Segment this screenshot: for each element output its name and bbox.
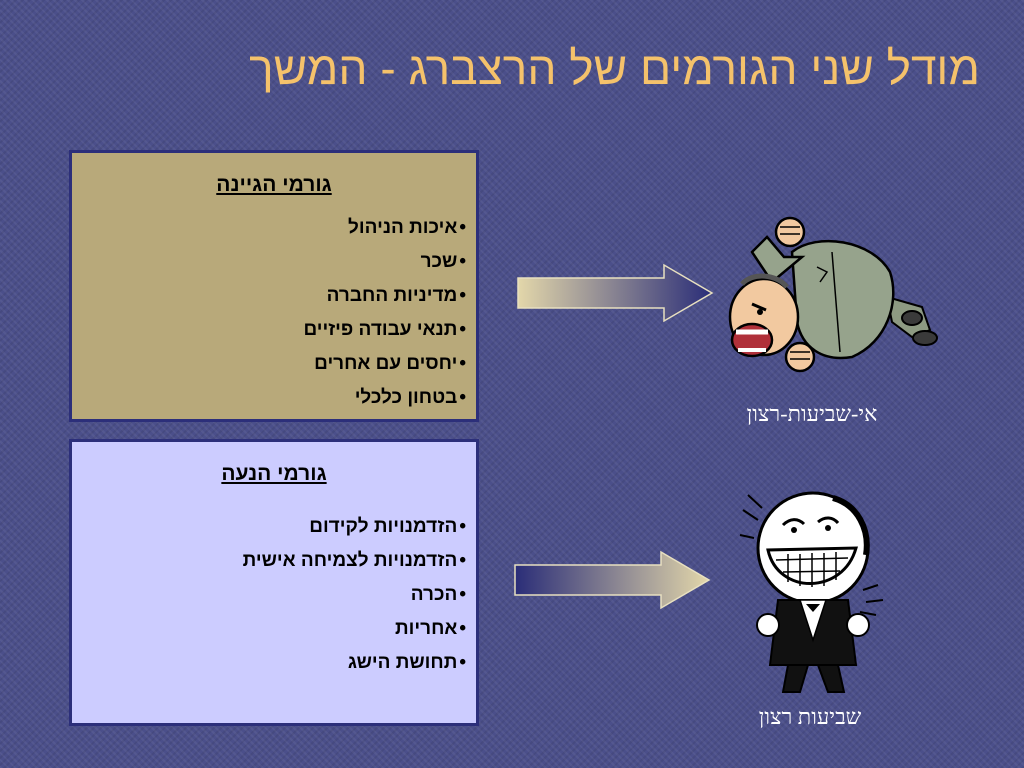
- list-item-label: תחושת הישג: [347, 652, 458, 673]
- motivation-factors-heading: גורמי הנעה: [221, 462, 327, 485]
- hygiene-factors-heading: גורמי הגיינה: [216, 173, 332, 196]
- hygiene-factors-box: גורמי הגיינה •איכות הניהול •שכר •מדיניות…: [69, 150, 479, 422]
- bullet-icon: •: [459, 285, 466, 306]
- list-item-label: הכרה: [410, 584, 458, 605]
- slide-title: מודל שני הגורמים של הרצברג - המשך: [249, 42, 980, 94]
- happy-man-icon: [739, 491, 884, 693]
- list-item: •יחסים עם אחרים: [72, 347, 466, 381]
- list-item-label: מדיניות החברה: [326, 285, 458, 306]
- list-item: •תנאי עבודה פיזיים: [72, 313, 466, 347]
- bullet-icon: •: [459, 319, 466, 340]
- list-item: •הכרה: [72, 578, 466, 612]
- motivation-factors-list: •הזדמנויות לקידום •הזדמנויות לצמיחה אישי…: [72, 510, 476, 680]
- bullet-icon: •: [459, 516, 466, 537]
- list-item: •הזדמנויות לקידום: [72, 510, 466, 544]
- list-item-label: תנאי עבודה פיזיים: [303, 319, 458, 340]
- list-item: •מדיניות החברה: [72, 279, 466, 313]
- list-item: •שכר: [72, 245, 466, 279]
- bullet-icon: •: [459, 618, 466, 639]
- list-item-label: איכות הניהול: [348, 217, 458, 238]
- motivation-factors-box: גורמי הנעה •הזדמנויות לקידום •הזדמנויות …: [69, 439, 479, 726]
- list-item-label: יחסים עם אחרים: [314, 353, 458, 374]
- bullet-icon: •: [459, 550, 466, 571]
- list-item: •תחושת הישג: [72, 646, 466, 680]
- list-item: •איכות הניהול: [72, 211, 466, 245]
- bullet-icon: •: [459, 251, 466, 272]
- hygiene-factors-list: •איכות הניהול •שכר •מדיניות החברה •תנאי …: [72, 211, 476, 415]
- list-item-label: שכר: [420, 251, 458, 272]
- bullet-icon: •: [459, 353, 466, 374]
- bullet-icon: •: [459, 387, 466, 408]
- satisfaction-caption: שביעות רצון: [758, 704, 862, 729]
- angry-man-icon: [728, 216, 938, 373]
- list-item-label: הזדמנויות לקידום: [309, 516, 458, 537]
- bullet-icon: •: [459, 652, 466, 673]
- list-item: •בטחון כלכלי: [72, 381, 466, 415]
- dissatisfaction-caption: אי-שביעות-רצון: [746, 401, 878, 426]
- bullet-icon: •: [459, 217, 466, 238]
- arrow-right-icon: [514, 550, 711, 610]
- list-item: •הזדמנויות לצמיחה אישית: [72, 544, 466, 578]
- list-item: •אחריות: [72, 612, 466, 646]
- list-item-label: אחריות: [395, 618, 458, 639]
- arrow-right-icon: [517, 263, 714, 323]
- list-item-label: הזדמנויות לצמיחה אישית: [242, 550, 458, 571]
- list-item-label: בטחון כלכלי: [354, 387, 458, 408]
- bullet-icon: •: [459, 584, 466, 605]
